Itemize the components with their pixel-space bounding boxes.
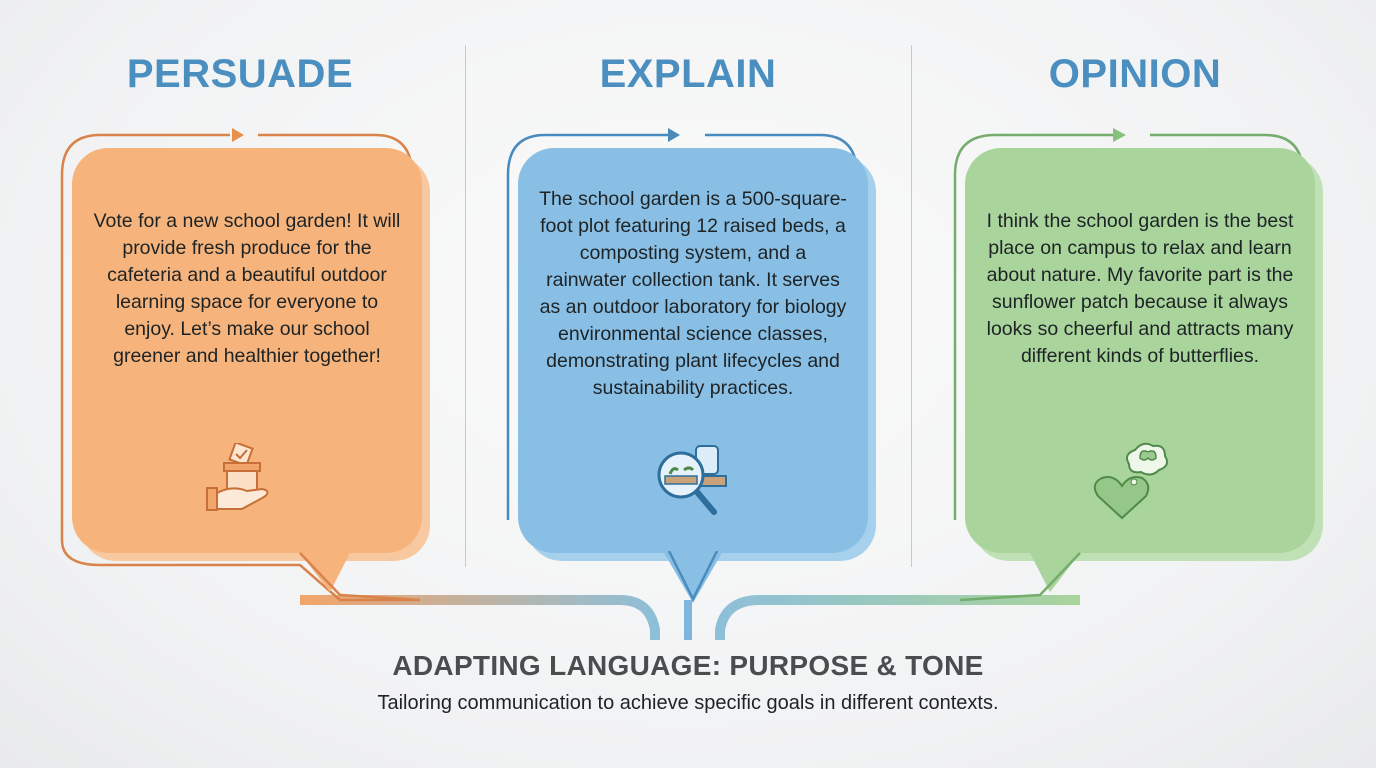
explain-text: The school garden is a 500-square-foot p…: [539, 188, 847, 399]
persuade-bubble: Vote for a new school garden! It will pr…: [72, 148, 422, 553]
right-connector: [715, 595, 1080, 640]
ballot-box-hand-icon: [206, 443, 269, 511]
divider-right: [911, 45, 912, 567]
heart-butterfly-thought-icon: [1093, 442, 1168, 520]
divider-left: [465, 45, 466, 567]
magnifier-garden-icon: [657, 445, 727, 515]
left-connector: [300, 595, 660, 640]
footer-subtitle: Tailoring communication to achieve speci…: [377, 692, 999, 714]
heading-opinion: OPINION: [1048, 52, 1222, 96]
persuade-outline: [60, 133, 420, 602]
opinion-bubble: I think the school garden is the best pl…: [965, 148, 1315, 553]
opinion-text: I think the school garden is the best pl…: [986, 210, 1294, 367]
explain-bubble: The school garden is a 500-square-foot p…: [518, 148, 868, 603]
heading-explain: EXPLAIN: [599, 52, 777, 96]
explain-bubble-tail: [663, 551, 723, 603]
explain-arrow-icon: [668, 128, 680, 142]
persuade-text: Vote for a new school garden! It will pr…: [93, 210, 401, 367]
opinion-outline: [953, 133, 1115, 520]
heading-persuade: PERSUADE: [126, 52, 354, 96]
persuade-arrow-icon: [232, 128, 244, 142]
explain-outline: [506, 133, 670, 520]
opinion-arrow-icon: [1113, 128, 1126, 142]
footer-title: ADAPTING LANGUAGE: PURPOSE & TONE: [392, 650, 984, 681]
